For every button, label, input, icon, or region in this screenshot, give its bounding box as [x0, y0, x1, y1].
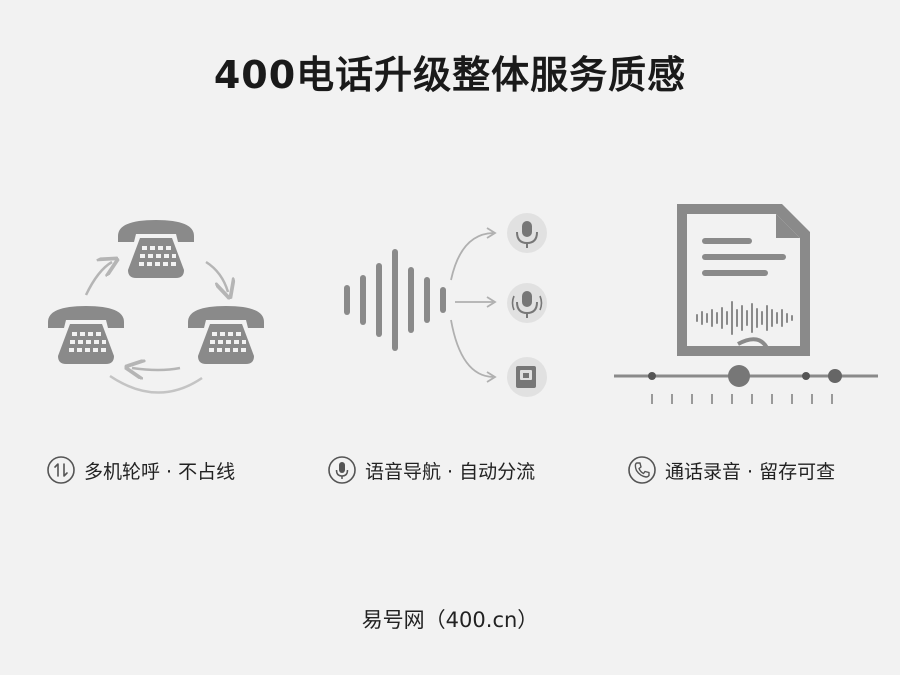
footer-brand: 易号网（400.cn） — [361, 608, 539, 632]
cycle-arc — [109, 374, 203, 394]
document-option-icon — [507, 357, 547, 397]
cycle-arrow — [132, 368, 181, 370]
document-icon — [677, 204, 810, 356]
call-recording-illustration — [614, 204, 878, 404]
phone-handset-icon — [628, 456, 656, 484]
phone-icon — [118, 220, 194, 278]
feature-multi-ring: 多机轮呼 · 不占线 — [46, 453, 235, 487]
timeline-icon — [614, 365, 878, 404]
mic-option-icon — [507, 213, 547, 253]
up-down-arrow-icon — [47, 456, 75, 484]
voice-navigation-illustration — [344, 213, 547, 397]
phone-icon — [48, 306, 124, 364]
microphone-icon — [328, 456, 356, 484]
phone-icon — [188, 306, 264, 364]
multi-phone-ring-illustration — [48, 220, 264, 394]
page-title: 400电话升级整体服务质感 — [213, 53, 687, 97]
waveform-icon — [344, 249, 446, 351]
feature-voice-navigation: 语音导航 · 自动分流 — [327, 453, 535, 487]
feature-label: 通话录音 · 留存可查 — [665, 460, 836, 483]
feature-call-recording: 通话录音 · 留存可查 — [627, 453, 835, 487]
mic-sound-option-icon — [507, 283, 547, 323]
feature-label: 语音导航 · 自动分流 — [365, 460, 536, 483]
cycle-arrow — [84, 262, 112, 296]
feature-label: 多机轮呼 · 不占线 — [84, 460, 236, 483]
cycle-arrow — [205, 260, 228, 292]
